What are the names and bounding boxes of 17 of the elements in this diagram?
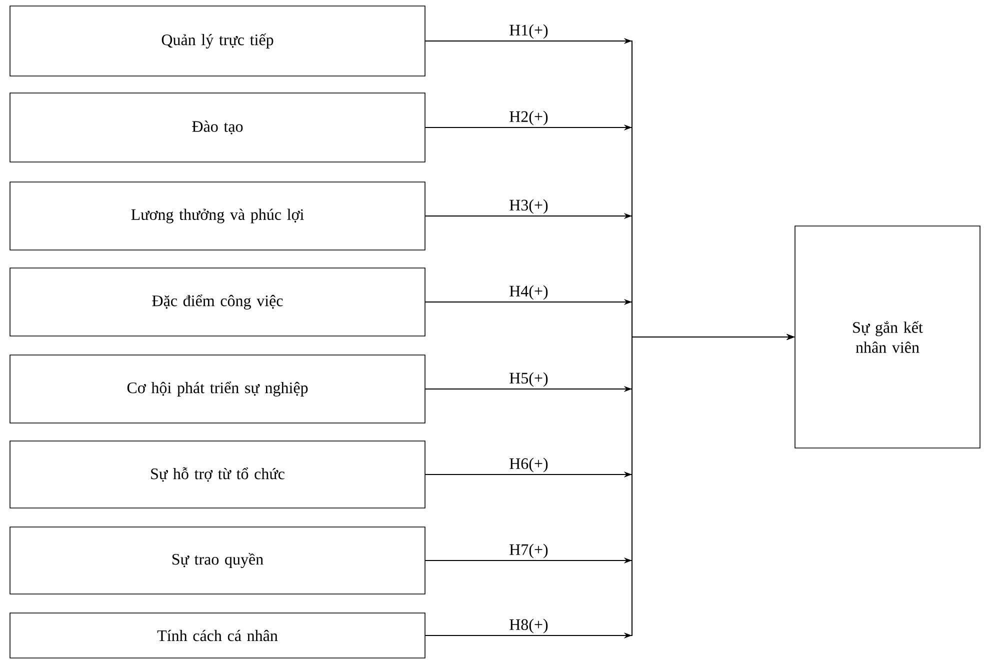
box: Đặc điểm công việc [10, 268, 426, 336]
box: Lương thưởng và phúc lợi [10, 182, 426, 250]
edge-label: H5(+) [508, 371, 550, 388]
edge-label: H6(+) [508, 456, 550, 474]
edge-label: H1(+) [508, 23, 550, 40]
edge-label: H3(+) [508, 198, 550, 215]
edge-label: H7(+) [508, 542, 550, 560]
edge-label: H4(+) [508, 284, 550, 301]
box: Sự gắn kết nhân viên [794, 226, 980, 448]
box: Cơ hội phát triển sự nghiệp [10, 354, 426, 424]
edge-label: H8(+) [508, 618, 550, 634]
box: Sự hỗ trợ từ tổ chức [10, 440, 426, 508]
box: Quản lý trực tiếp [10, 6, 426, 76]
box: Tính cách cá nhân [10, 612, 426, 658]
box: Sự trao quyền [10, 526, 426, 594]
box: Đào tạo [10, 92, 426, 162]
edge-label: H2(+) [508, 110, 550, 126]
